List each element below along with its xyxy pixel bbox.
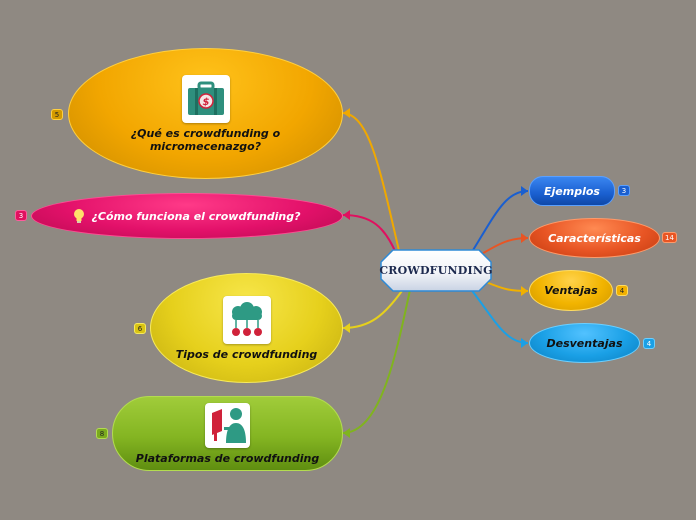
topic-como-funciona-label: ¿Cómo funciona el crowdfunding? <box>91 209 301 223</box>
lightbulb-icon <box>73 208 85 224</box>
topic-como-funciona[interactable]: ¿Cómo funciona el crowdfunding? <box>31 193 343 239</box>
link-desventajas <box>469 287 529 344</box>
topic-tipos-label: Tipos de crowdfunding <box>175 347 318 361</box>
arrow-tipos <box>343 323 350 333</box>
svg-text:$: $ <box>202 97 209 108</box>
topic-caracteristicas[interactable]: Características <box>529 218 660 258</box>
topic-que-es-label: ¿Qué es crowdfunding o micromecenazgo? <box>130 126 281 153</box>
topic-ventajas-count-badge[interactable]: 4 <box>616 285 628 296</box>
center-node[interactable]: CROWDFUNDING <box>379 250 493 290</box>
topic-que-es-count-badge[interactable]: 5 <box>51 109 63 120</box>
link-tipos <box>342 287 405 329</box>
link-que-es <box>342 112 401 256</box>
topic-que-es-crowdfunding[interactable]: $ ¿Qué es crowdfunding o micromecenazgo? <box>68 48 343 179</box>
center-node-label: CROWDFUNDING <box>379 263 493 277</box>
topic-tipos-count-badge[interactable]: 6 <box>134 323 146 334</box>
topic-ejemplos[interactable]: Ejemplos <box>529 176 615 206</box>
topic-caracteristicas-label: Características <box>548 231 641 245</box>
arrow-desventajas <box>521 338 528 348</box>
topic-desventajas-label: Desventajas <box>546 336 623 350</box>
topic-ejemplos-label: Ejemplos <box>544 184 600 198</box>
cloud-network-icon <box>222 295 271 344</box>
topic-ventajas-label: Ventajas <box>544 284 598 297</box>
arrow-plataformas <box>343 428 350 438</box>
topic-plataformas-count-badge[interactable]: 8 <box>96 428 108 439</box>
arrow-como-funciona <box>343 210 350 220</box>
topic-desventajas[interactable]: Desventajas <box>529 323 640 363</box>
briefcase-money-icon: $ <box>181 74 230 123</box>
topic-como-funciona-count-badge[interactable]: 3 <box>15 210 27 221</box>
arrow-que-es <box>343 108 350 118</box>
topic-plataformas-label: Plataformas de crowdfunding <box>135 451 320 465</box>
topic-plataformas-de-crowdfunding[interactable]: Plataformas de crowdfunding <box>112 396 343 471</box>
topic-ejemplos-count-badge[interactable]: 3 <box>618 185 630 196</box>
arrow-caracteristicas <box>521 233 528 243</box>
center-node-shape[interactable] <box>380 249 492 292</box>
topic-caracteristicas-count-badge[interactable]: 14 <box>662 232 677 243</box>
topic-desventajas-count-badge[interactable]: 4 <box>643 338 655 349</box>
link-plataformas <box>342 289 411 434</box>
topic-ventajas[interactable]: Ventajas <box>529 270 613 311</box>
presenter-board-icon <box>205 402 250 448</box>
topic-tipos-de-crowdfunding[interactable]: Tipos de crowdfunding <box>150 273 343 383</box>
arrow-ejemplos <box>521 186 528 196</box>
arrow-ventajas <box>521 286 528 296</box>
